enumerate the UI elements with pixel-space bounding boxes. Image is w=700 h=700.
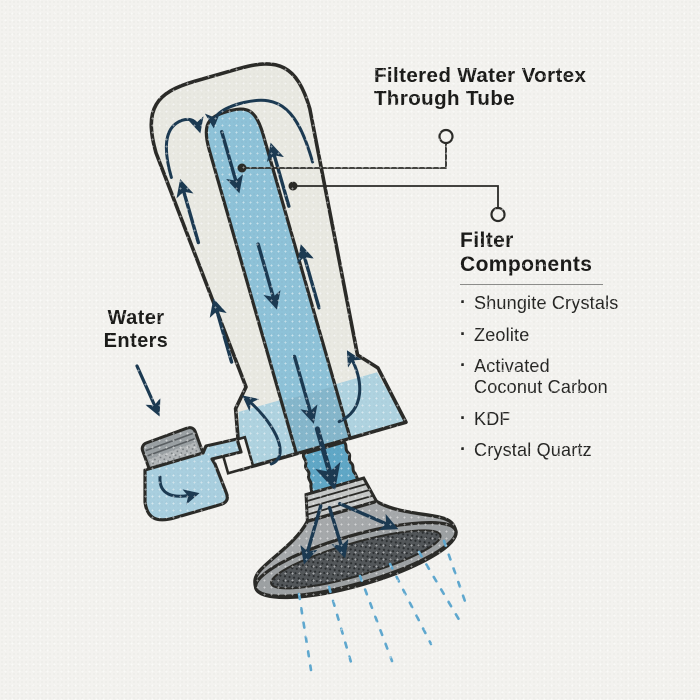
faceplate-holes [271, 530, 441, 589]
spray-line [297, 592, 313, 672]
inlet-elbow [143, 437, 243, 522]
components-heading-line1: Filter [460, 229, 514, 252]
spray-line [417, 550, 463, 625]
shell-up-arrow [176, 178, 201, 245]
neck-down-arrow [314, 426, 341, 491]
flow-arrows [164, 98, 399, 565]
tube-down-arrow [220, 130, 244, 194]
bullet: · [460, 292, 467, 312]
vortex-callout-line [242, 143, 447, 169]
filter-cartridge [149, 62, 458, 600]
water-enters-label: Water Enters [84, 307, 188, 353]
spray-line [358, 574, 394, 663]
connector-ridge [145, 432, 194, 452]
callout-lines [242, 143, 499, 208]
filter-components-heading: Filter Components [460, 229, 592, 276]
spray-line [388, 562, 433, 646]
water-enters-arrow [135, 364, 161, 417]
list-item: · Crystal Quartz [460, 439, 652, 461]
connector-ridge [147, 437, 195, 457]
bullet: · [460, 407, 467, 428]
bullet: · [460, 323, 467, 344]
list-item-text: Zeolite [474, 324, 530, 345]
spray-lines [297, 539, 469, 672]
list-item: · Shungite Crystals [460, 292, 652, 314]
vortex-label-line1: Filtered Water Vortex [374, 64, 587, 87]
heading-divider [460, 284, 603, 285]
list-item-text: Crystal Quartz [474, 440, 592, 460]
vortex-callout-dot [237, 163, 247, 173]
collar-ridge [306, 483, 368, 503]
filter-shell-outline [149, 62, 408, 472]
collar-ridge [306, 488, 371, 509]
components-callout-circle [490, 206, 506, 223]
components-callout-dot [288, 181, 298, 191]
spray-fan-arrow [300, 504, 323, 565]
components-heading-line2: Components [460, 252, 593, 276]
shell-up-arrow [209, 298, 234, 364]
elbow-flow-arrow [158, 475, 200, 505]
tube-down-arrow [292, 354, 318, 424]
list-item-text: Shungite Crystals [474, 293, 619, 313]
vortex-callout-label: Filtered Water Vortex Through Tube [374, 64, 586, 110]
list-item: · Activated Coconut Carbon [460, 355, 652, 398]
vortex-callout-circle [438, 128, 454, 145]
vortex-label-line2: Through Tube [374, 87, 516, 110]
water-label-line1: Water [107, 307, 165, 329]
spray-fan-arrow [338, 501, 399, 531]
shell-up-arrow [297, 244, 321, 310]
components-callout-line [293, 185, 499, 208]
spray-fan-arrow [327, 505, 349, 559]
tube-down-arrow [256, 242, 281, 310]
base-curve-arrow-left [242, 395, 282, 466]
vortex-tube [204, 107, 353, 456]
water-label-line2: Enters [103, 330, 169, 352]
filter-components-list: · Shungite Crystals · Zeolite · Activated C… [460, 292, 652, 472]
shell-up-arrow [266, 142, 291, 208]
bullet: · [460, 355, 467, 375]
list-item: · KDF [460, 407, 652, 430]
spray-line [327, 585, 355, 671]
list-item-text: Activated Coconut Carbon [474, 356, 608, 397]
base-curve-arrow-right [337, 350, 362, 424]
list-item: · Zeolite [460, 323, 652, 346]
u-turn-arrow-left [164, 116, 204, 179]
bullet: · [460, 439, 467, 459]
spray-line [442, 539, 469, 609]
u-turn-arrow-right [204, 98, 315, 164]
list-item-text: KDF [474, 408, 511, 429]
